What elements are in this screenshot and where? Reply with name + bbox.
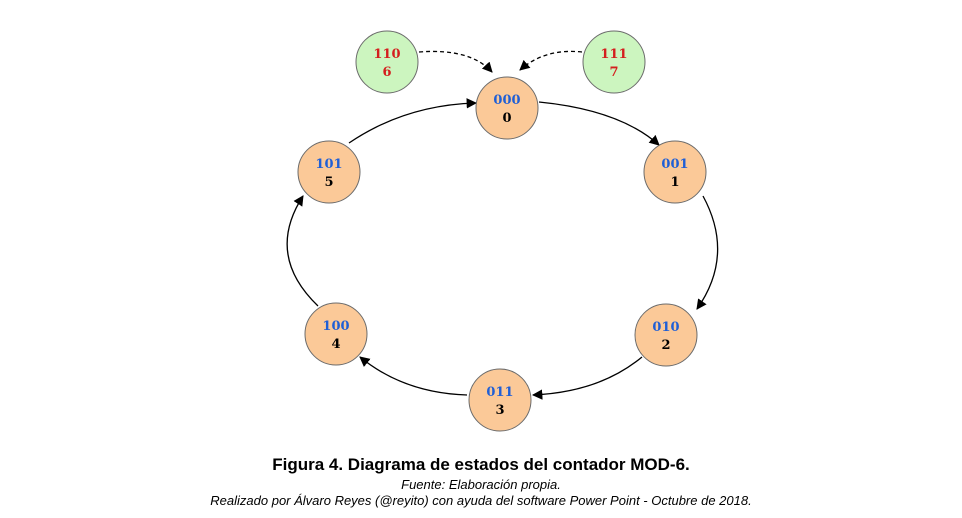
figure-source: Fuente: Elaboración propia.: [401, 477, 561, 492]
state-circle: [355, 30, 419, 94]
state-binary-label: 100: [322, 319, 349, 334]
state-circle: [304, 302, 368, 366]
figure-credit: Realizado por Álvaro Reyes (@reyito) con…: [210, 493, 752, 508]
transition-arrow-s6-to-s0: [418, 50, 493, 73]
state-circle: [643, 140, 707, 204]
state-decimal-label: 3: [495, 403, 504, 418]
transition-arrow-s0-to-s1: [538, 101, 660, 146]
state-circle: [468, 368, 532, 432]
transition-arrow-s7-to-s0: [519, 50, 583, 71]
state-binary-label: 000: [493, 93, 520, 108]
state-decimal-label: 6: [382, 65, 391, 80]
state-decimal-label: 0: [502, 111, 511, 126]
transition-arrow-s3-to-s4: [359, 356, 468, 396]
transitions: [286, 50, 719, 400]
state-decimal-label: 2: [661, 338, 670, 353]
state-binary-label: 011: [486, 385, 513, 400]
state-binary-label: 010: [652, 320, 679, 335]
state-decimal-label: 1: [670, 175, 679, 190]
figure-title: Figura 4. Diagrama de estados del contad…: [272, 455, 690, 474]
state-decimal-label: 4: [331, 337, 340, 352]
state-binary-label: 101: [315, 157, 342, 172]
state-decimal-label: 7: [609, 65, 618, 80]
state-decimal-label: 5: [324, 175, 333, 190]
state-circle: [634, 303, 698, 367]
state-circle: [475, 76, 539, 140]
transition-arrow-s1-to-s2: [696, 195, 719, 310]
state-circle: [582, 30, 646, 94]
transition-arrow-s4-to-s5: [286, 195, 319, 307]
state-binary-label: 111: [600, 47, 627, 62]
transition-arrow-s2-to-s3: [531, 356, 643, 400]
transition-arrow-s5-to-s0: [348, 98, 478, 144]
state-binary-label: 001: [661, 157, 688, 172]
state-circle: [297, 140, 361, 204]
state-binary-label: 110: [373, 47, 400, 62]
